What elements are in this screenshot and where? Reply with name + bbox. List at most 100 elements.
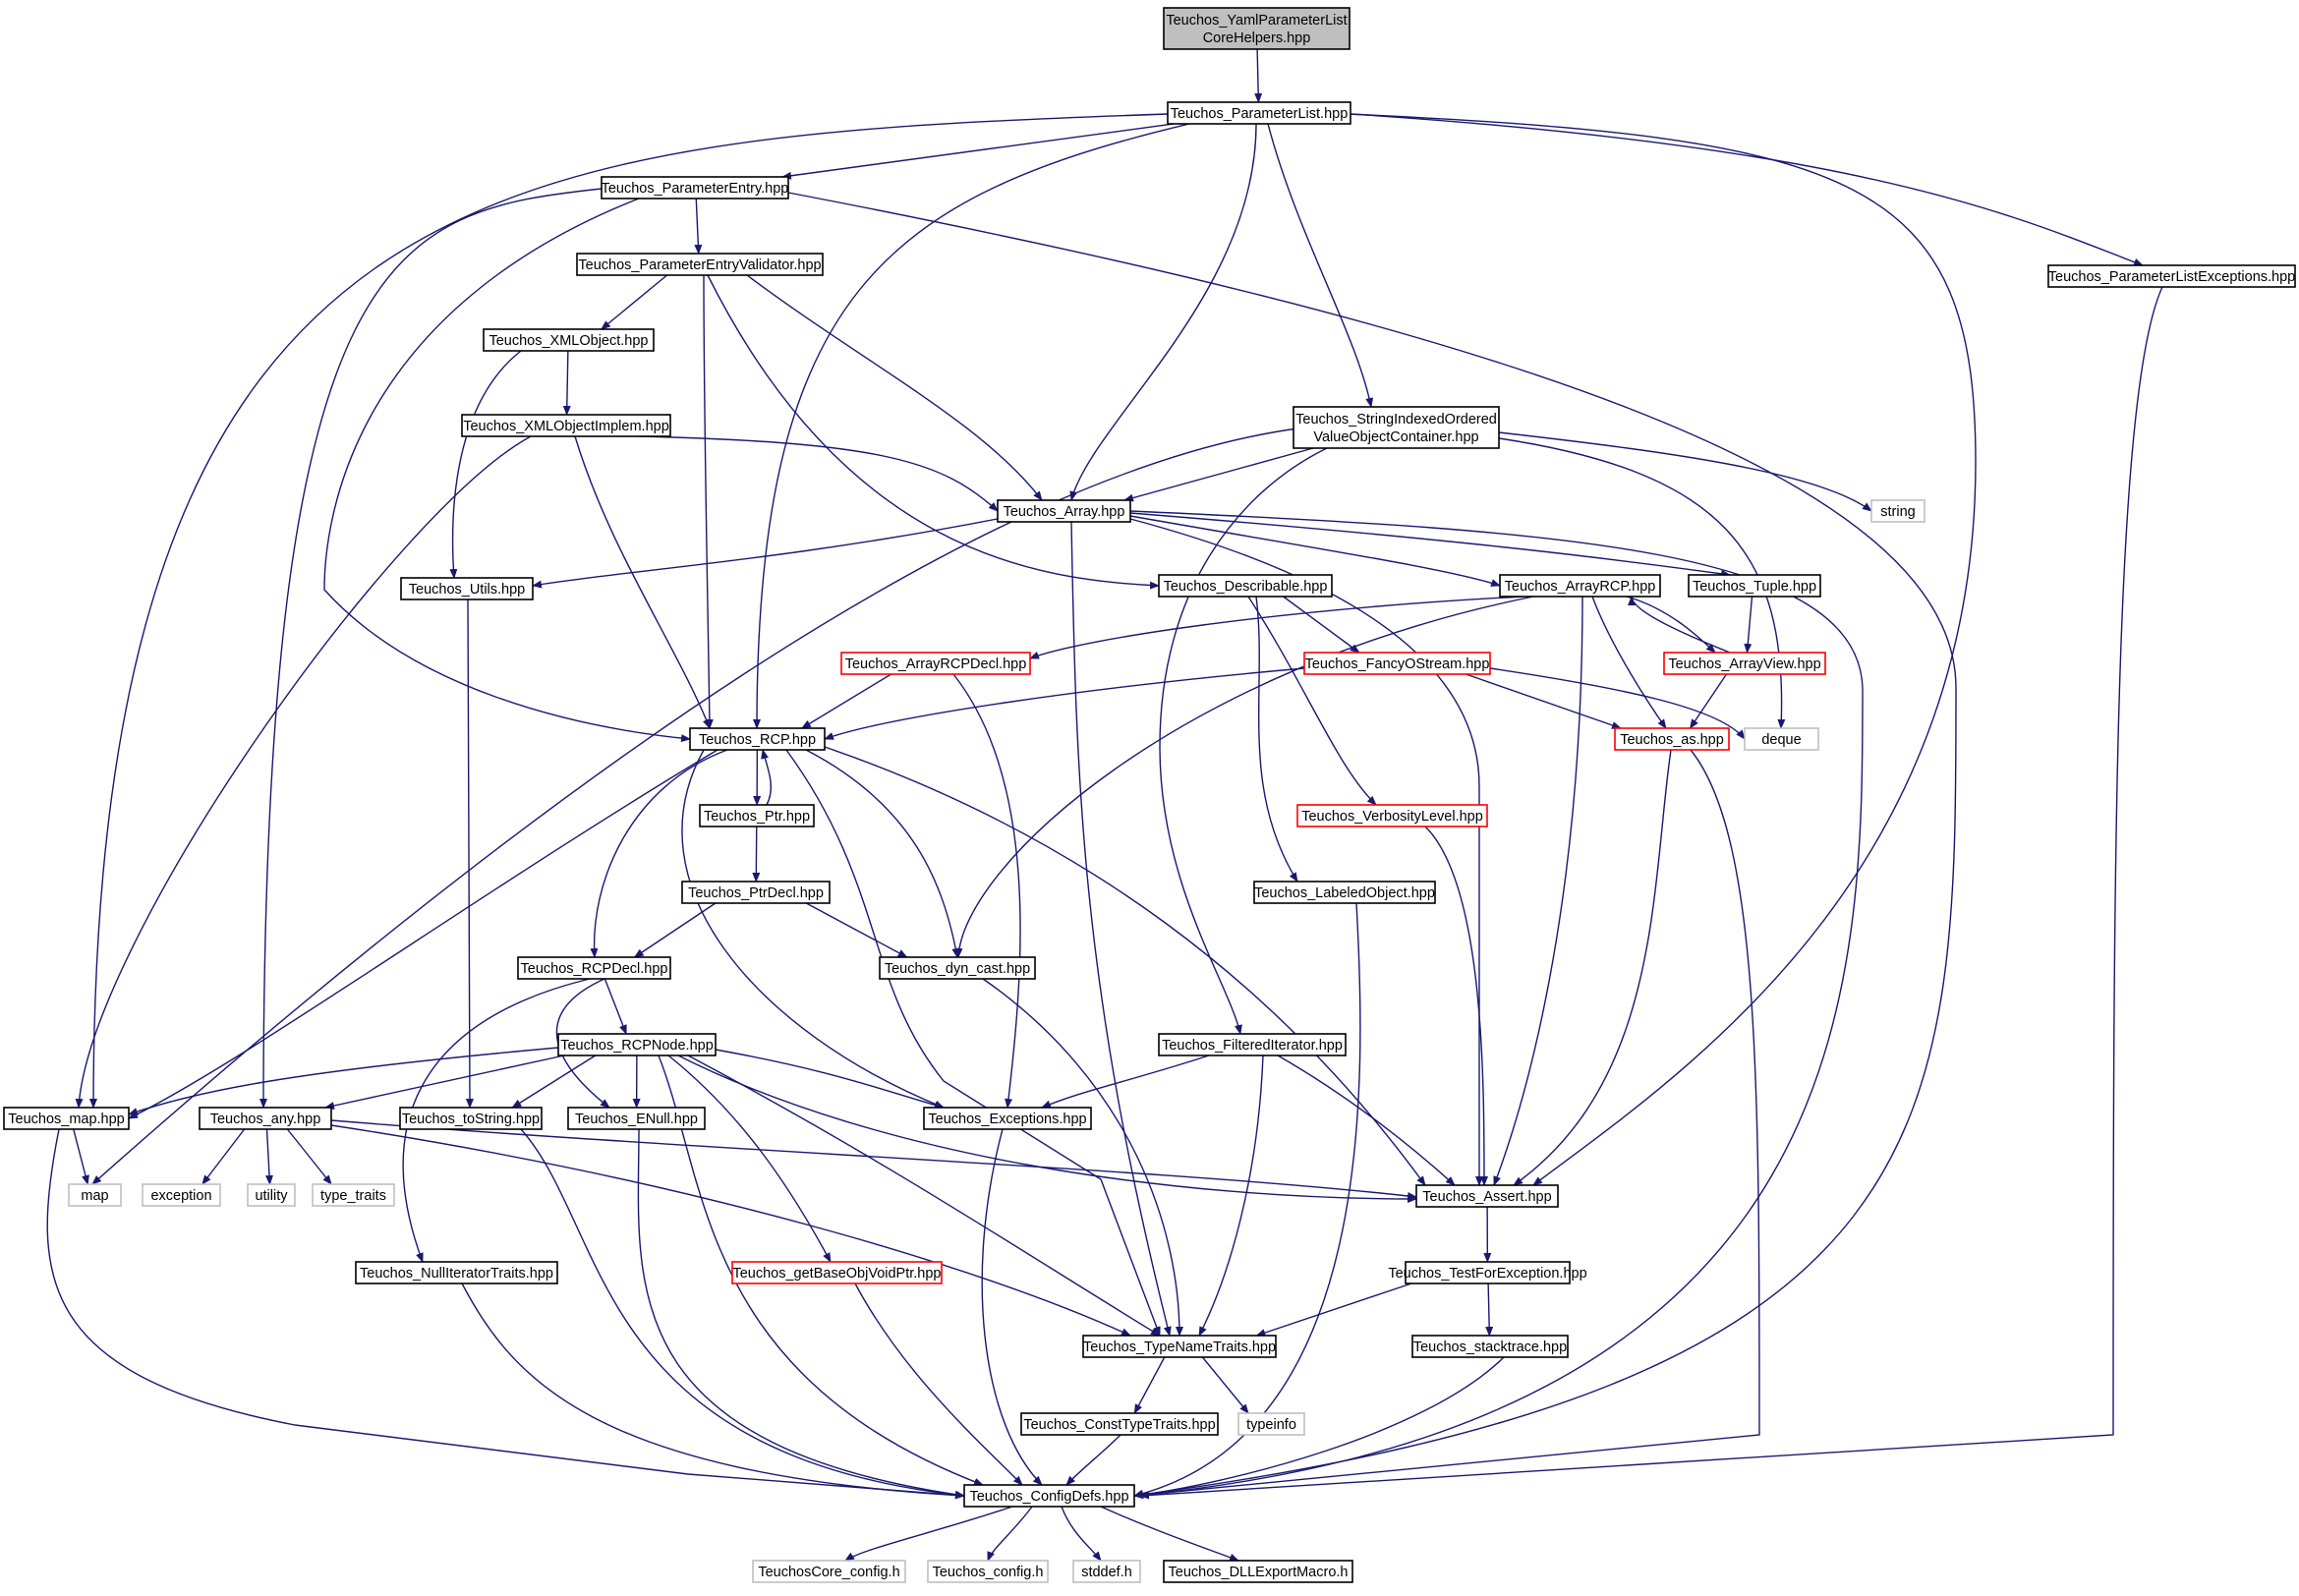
node-box [1870,499,1925,523]
edge-describ-to-labeled [1255,596,1298,883]
node-configdefs[interactable]: Teuchos_ConfigDefs.hpp [963,1484,1135,1508]
edge-stacktrace-to-configdefs [1133,1356,1505,1499]
edge-arcpdecl-to-rcp [801,673,891,729]
node-box [1411,1335,1569,1358]
node-box [142,1183,221,1207]
edge-configdefs-to-corecfg [844,1506,1013,1562]
node-verb[interactable]: Teuchos_VerbosityLevel.hpp [1296,804,1488,827]
node-any[interactable]: Teuchos_any.hpp [199,1107,332,1130]
node-map[interactable]: Teuchos_map.hpp [3,1107,130,1130]
node-tconfig: Teuchos_config.h [927,1560,1049,1583]
node-box [2047,264,2296,288]
node-describ[interactable]: Teuchos_Describable.hpp [1158,574,1333,598]
edge-pentry-to-pev [694,198,703,255]
node-xmlobj[interactable]: Teuchos_XMLObject.hpp [483,328,655,352]
node-pev[interactable]: Teuchos_ParameterEntryValidator.hpp [576,253,824,276]
edge-verb-to-assert [1424,826,1488,1186]
node-label: Teuchos_Utils.hpp [409,582,526,598]
edge-rcp-to-map [128,749,718,1119]
node-box [699,804,815,827]
edge-arcp-to-assert [1493,596,1583,1186]
node-rcpnode[interactable]: Teuchos_RCPNode.hpp [557,1033,717,1056]
node-labeled[interactable]: Teuchos_LabeledObject.hpp [1253,881,1436,904]
node-label: Teuchos_ParameterList.hpp [1171,106,1349,122]
edge-map-to-configdefs [46,1128,965,1500]
node-box [689,727,826,751]
node-box [1296,804,1488,827]
edge-ptrdecl-to-dyncast [805,902,908,958]
node-box [681,881,831,904]
edge-dyncast-to-typename [982,978,1183,1337]
edge-configdefs-to-stddef [1061,1506,1102,1562]
node-plistexc[interactable]: Teuchos_ParameterListExceptions.hpp [2047,264,2296,288]
node-box [1082,1335,1277,1358]
node-utils[interactable]: Teuchos_Utils.hpp [400,577,534,600]
node-label: typeinfo [1246,1417,1296,1433]
node-tuple[interactable]: Teuchos_Tuple.hpp [1688,574,1821,598]
node-tostring[interactable]: Teuchos_toString.hpp [399,1107,543,1130]
node-aview[interactable]: Teuchos_ArrayView.hpp [1663,652,1826,675]
node-box [1293,406,1500,449]
node-label: Teuchos_FilteredIterator.hpp [1162,1038,1343,1054]
node-box [601,176,789,200]
node-box [927,1560,1049,1583]
node-box [1688,574,1821,598]
node-dllexport[interactable]: Teuchos_DLLExportMacro.h [1163,1560,1353,1583]
node-xmlimpl[interactable]: Teuchos_XMLObjectImplem.hpp [461,414,671,437]
node-label: exception [150,1188,211,1204]
node-label: Teuchos_RCPDecl.hpp [521,961,668,977]
node-testforexc[interactable]: Teuchos_TestForException.hpp [1388,1261,1587,1284]
edge-any-to-typename [330,1124,1131,1337]
node-filtered[interactable]: Teuchos_FilteredIterator.hpp [1158,1033,1347,1056]
edge-typename-to-typeinfo [1201,1356,1249,1414]
edge-testforexc-to-stacktrace [1485,1282,1494,1337]
node-label: Teuchos_dyn_cast.hpp [885,961,1030,977]
node-sioc[interactable]: Teuchos_StringIndexedOrderedValueObjectC… [1293,406,1500,449]
edges-layer [46,48,2163,1562]
node-box [963,1484,1135,1508]
edge-rcpdecl-to-enull [555,978,610,1109]
edge-getbase-to-configdefs [854,1282,1023,1486]
edge-plist-to-rcp [753,123,1190,729]
node-typename[interactable]: Teuchos_TypeNameTraits.hpp [1082,1335,1277,1358]
node-box [199,1107,332,1130]
edge-array-to-typename [1070,521,1172,1337]
node-rcpdecl[interactable]: Teuchos_RCPDecl.hpp [517,956,671,980]
node-plist[interactable]: Teuchos_ParameterList.hpp [1167,101,1351,125]
node-exception: exception [142,1183,221,1207]
node-fancy[interactable]: Teuchos_FancyOStream.hpp [1303,652,1491,675]
node-getbase[interactable]: Teuchos_getBaseObjVoidPtr.hpp [731,1261,943,1284]
node-box [517,956,671,980]
node-stacktrace[interactable]: Teuchos_stacktrace.hpp [1411,1335,1569,1358]
node-as[interactable]: Teuchos_as.hpp [1614,727,1730,751]
edge-pentry-to-any [259,188,603,1109]
node-box [3,1107,130,1130]
node-exceptions[interactable]: Teuchos_Exceptions.hpp [923,1107,1092,1130]
node-rcp[interactable]: Teuchos_RCP.hpp [689,727,826,751]
edge-filtered-to-assert [1277,1054,1456,1186]
node-label: Teuchos_TestForException.hpp [1388,1266,1586,1282]
edge-arcp-to-dyncast [954,596,1534,958]
node-arcp[interactable]: Teuchos_ArrayRCP.hpp [1499,574,1661,598]
node-ptrdecl[interactable]: Teuchos_PtrDecl.hpp [681,881,831,904]
node-box [840,652,1031,675]
node-enull[interactable]: Teuchos_ENull.hpp [567,1107,706,1130]
node-box [400,577,534,600]
node-box [731,1261,943,1284]
node-box [1614,727,1730,751]
edge-xmlobj-to-xmlimpl [562,350,571,416]
node-pentry[interactable]: Teuchos_ParameterEntry.hpp [601,176,789,200]
edge-plist-to-assert [1348,113,1977,1186]
node-label: Teuchos_ArrayRCP.hpp [1505,579,1656,595]
node-ptr[interactable]: Teuchos_Ptr.hpp [699,804,815,827]
node-consttype[interactable]: Teuchos_ConstTypeTraits.hpp [1020,1412,1219,1436]
node-assert[interactable]: Teuchos_Assert.hpp [1415,1184,1559,1208]
node-dyncast[interactable]: Teuchos_dyn_cast.hpp [879,956,1036,980]
node-arcpdecl[interactable]: Teuchos_ArrayRCPDecl.hpp [840,652,1031,675]
node-array[interactable]: Teuchos_Array.hpp [997,499,1131,523]
node-box [576,253,824,276]
node-nulliter[interactable]: Teuchos_NullIteratorTraits.hpp [355,1261,558,1284]
node-label: Teuchos_as.hpp [1620,732,1724,748]
edge-root-to-plist [1254,48,1263,103]
